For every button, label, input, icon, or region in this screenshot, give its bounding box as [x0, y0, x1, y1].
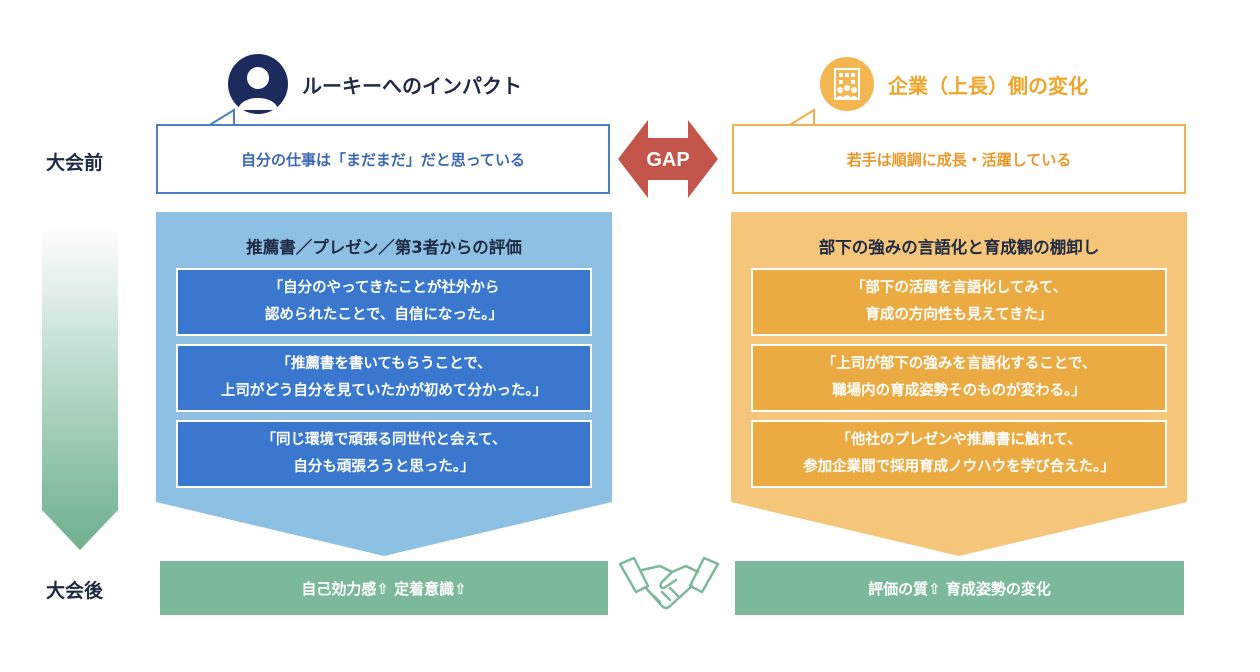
quote-line: 職場内の育成姿勢そのものが変わる。」	[832, 383, 1086, 399]
building-people-icon	[820, 57, 874, 111]
quote-line: 「他社のプレゼンや推薦書に触れて、	[836, 432, 1082, 448]
quote-line: 自分も頑張ろうと思った。」	[293, 459, 475, 475]
quote-line: 育成の方向性も見えてきた」	[865, 307, 1053, 323]
person-icon	[228, 54, 288, 114]
quote-line: 上司がどう自分を見ていたかが初めて分かった。」	[220, 383, 548, 399]
right-panel-title: 部下の強みの言語化と育成観の棚卸し	[818, 238, 1100, 257]
left-result-text: 自己効力感⇧ 定着意識⇧	[301, 579, 467, 598]
stage-label-before: 大会前	[46, 152, 104, 174]
right-result-bar: 評価の質⇧ 育成姿勢の変化	[735, 561, 1184, 615]
right-before-bubble: 若手は順調に成長・活躍している	[732, 124, 1186, 194]
left-quote-2: 「推薦書を書いてもらうことで、 上司がどう自分を見ていたかが初めて分かった。」	[176, 344, 592, 412]
left-header-title: ルーキーへのインパクト	[302, 74, 522, 98]
left-quote-1: 「自分のやってきたことが社外から 認められたことで、自信になった。」	[176, 268, 592, 336]
gap-label: GAP	[646, 149, 689, 171]
right-before-text: 若手は順調に成長・活躍している	[846, 150, 1072, 169]
quote-line: 認められたことで、自信になった。」	[264, 307, 504, 323]
left-result-bar: 自己効力感⇧ 定着意識⇧	[160, 561, 608, 615]
left-quote-3: 「同じ環境で頑張る同世代と会えて、 自分も頑張ろうと思った。」	[176, 420, 592, 488]
quote-line: 参加企業間で採用育成ノウハウを学び合えた。」	[803, 459, 1115, 475]
timeline-arrow	[42, 225, 118, 550]
right-quote-2: 「上司が部下の強みを言語化することで、 職場内の育成姿勢そのものが変わる。」	[751, 344, 1167, 412]
left-before-text: 自分の仕事は「まだまだ」だと思っている	[241, 150, 525, 169]
left-panel-title: 推薦書／プレゼン／第3者からの評価	[246, 238, 522, 257]
quote-line: 「推薦書を書いてもらうことで、	[276, 356, 492, 372]
quote-line: 「部下の活躍を言語化してみて、	[850, 280, 1068, 296]
right-quote-1: 「部下の活躍を言語化してみて、 育成の方向性も見えてきた」	[751, 268, 1167, 336]
quote-line: 「自分のやってきたことが社外から	[268, 280, 500, 296]
left-before-bubble: 自分の仕事は「まだまだ」だと思っている	[156, 124, 610, 194]
right-result-text: 評価の質⇧ 育成姿勢の変化	[868, 579, 1051, 598]
right-header-title: 企業（上長）側の変化	[888, 74, 1088, 98]
handshake-icon	[618, 556, 720, 610]
quote-line: 「上司が部下の強みを言語化することで、	[821, 356, 1097, 372]
stage-label-after: 大会後	[46, 580, 104, 602]
right-quote-3: 「他社のプレゼンや推薦書に触れて、 参加企業間で採用育成ノウハウを学び合えた。」	[751, 420, 1167, 488]
gap-arrow: GAP	[618, 120, 718, 198]
quote-line: 「同じ環境で頑張る同世代と会えて、	[261, 432, 507, 448]
